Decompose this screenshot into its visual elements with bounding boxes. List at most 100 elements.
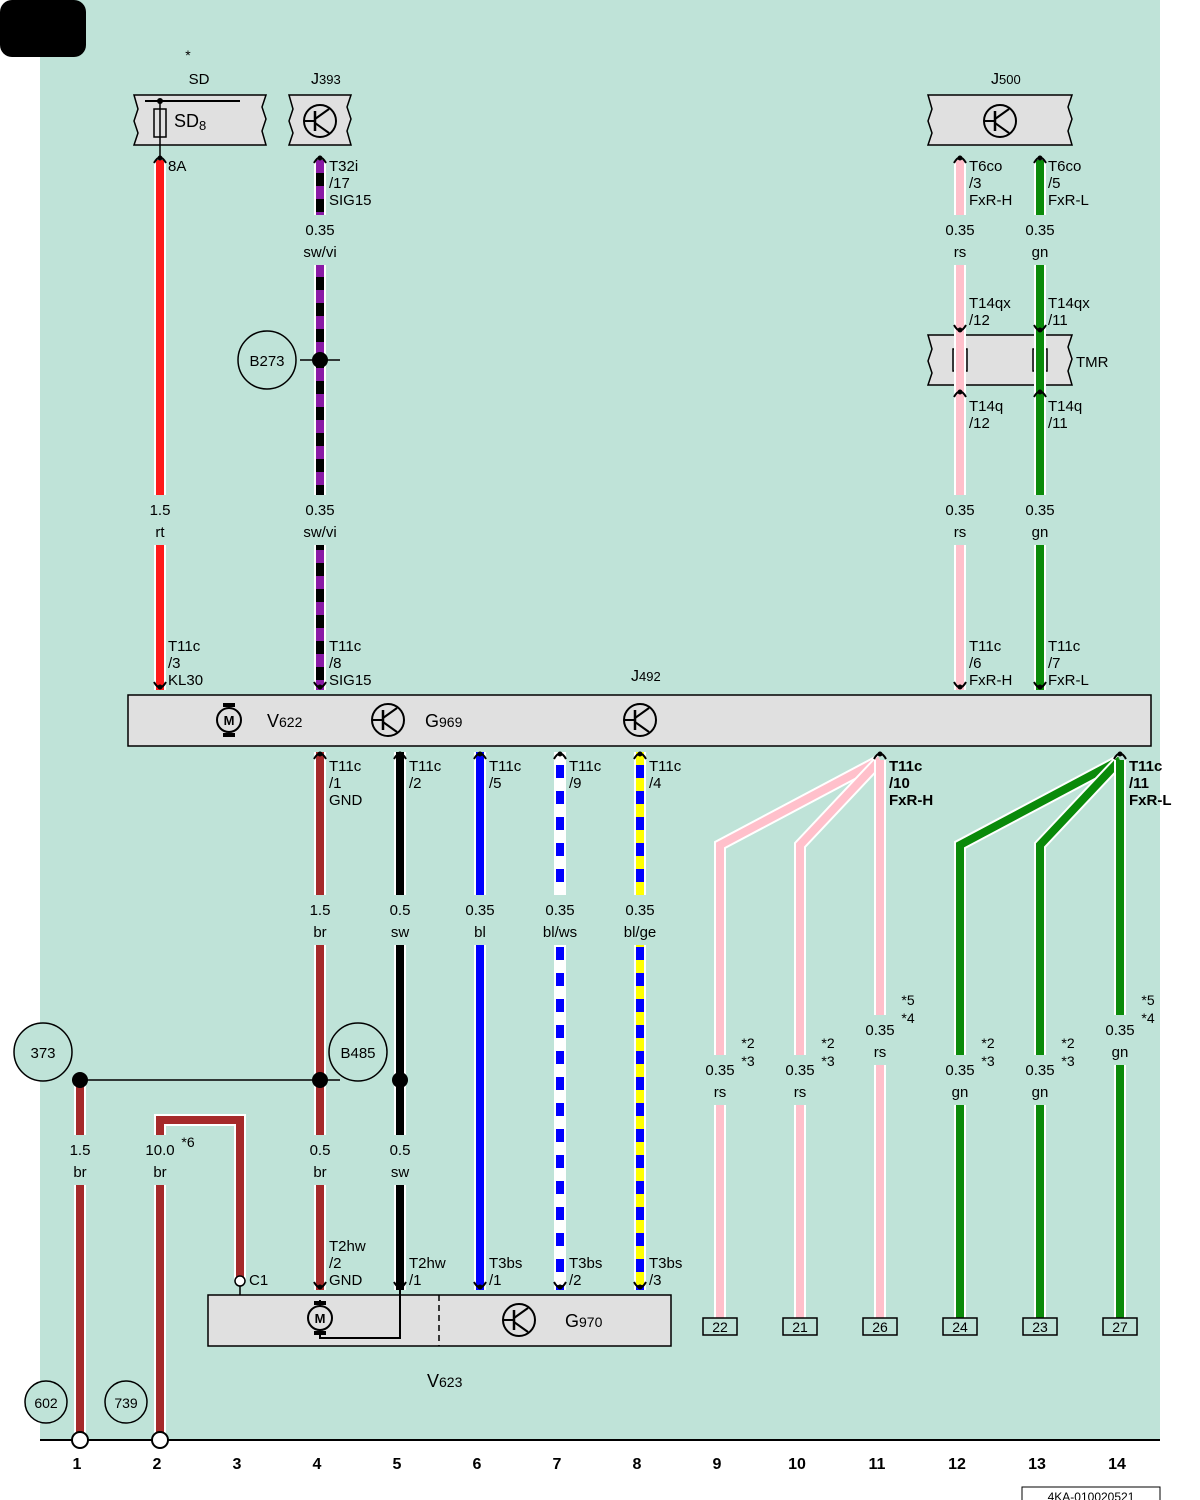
connector-j492-kl30: T11c — [168, 638, 201, 655]
wire-label-gap — [313, 215, 327, 265]
ground-point-602: 602 — [24, 1380, 68, 1424]
connector-pin-dot — [317, 1284, 323, 1290]
wire-label-c10: 0.35 — [785, 1062, 814, 1079]
connector-pin-dot — [1117, 751, 1123, 757]
splice-node-icon — [392, 1072, 408, 1088]
footnote-c10: *3 — [821, 1053, 834, 1069]
wire-label-swvi-upper: 0.35 — [305, 222, 334, 239]
v623-label: V623 — [427, 1371, 463, 1391]
footnote-c10: *2 — [821, 1035, 834, 1051]
wire-rs-c9 — [716, 756, 882, 1320]
footnote-c12: *3 — [981, 1053, 994, 1069]
connector-c11: FxR-H — [889, 792, 933, 809]
connector-j492-l: FxR-L — [1048, 672, 1089, 689]
connector-pin-dot — [157, 684, 163, 690]
connector-j492-h: T11c — [969, 638, 1002, 655]
footnote-c9: *2 — [741, 1035, 754, 1051]
connector-v623-c4: /2 — [329, 1255, 342, 1272]
splice-node-icon — [72, 1072, 88, 1088]
terminal-label-c10: 21 — [792, 1319, 808, 1335]
ground-point-b273: B273 — [237, 330, 297, 390]
wire-label-c11: rs — [874, 1044, 887, 1061]
j492-label: J492 — [631, 668, 661, 685]
connector-j492-h: /6 — [969, 655, 982, 672]
terminal-label-c14: 27 — [1112, 1319, 1128, 1335]
connector-j393: T32i — [329, 158, 358, 175]
connector-tmr-in-h: /12 — [969, 312, 990, 329]
connector-pin-dot — [317, 684, 323, 690]
connector-pin-dot — [1037, 684, 1043, 690]
terminal-label-c11: 26 — [872, 1319, 888, 1335]
b485-label: B485 — [340, 1045, 375, 1062]
wire-label-c12: 0.35 — [945, 1062, 974, 1079]
connector-tmr-out-l: T14q — [1048, 398, 1082, 415]
corner-tab — [0, 0, 86, 57]
b273-label: B273 — [249, 353, 284, 370]
wire-label-gap — [313, 1135, 327, 1185]
connector-j492-sig15: /8 — [329, 655, 342, 672]
p373-label: 373 — [30, 1045, 55, 1062]
connector-pin-dot — [477, 751, 483, 757]
connector-j500-l: T6co — [1048, 158, 1081, 175]
transistor-icon-emitter — [513, 1321, 529, 1333]
connector-c14: FxR-L — [1129, 792, 1172, 809]
connector-c8: /4 — [649, 775, 662, 792]
column-number: 4 — [313, 1456, 322, 1473]
wire-label-gap — [953, 495, 967, 545]
wire-label-gn-upper: gn — [1032, 244, 1049, 261]
transistor-icon-emitter — [314, 122, 330, 134]
connector-tmr-in-l: T14qx — [1048, 295, 1090, 312]
wire-label-c10: rs — [794, 1084, 807, 1101]
p739-label: 739 — [114, 1395, 138, 1411]
connector-c7: T11c — [569, 758, 602, 775]
connector-pin-dot — [397, 1284, 403, 1290]
tmr-label: TMR — [1076, 354, 1109, 371]
wire-label-gap — [873, 1015, 887, 1065]
connector-c4: /1 — [329, 775, 342, 792]
wire-label-c1: br — [73, 1164, 86, 1181]
wire-label-gap — [793, 1055, 807, 1105]
column-number: 3 — [233, 1456, 242, 1473]
column-number: 8 — [633, 1456, 642, 1473]
wire-label-gap — [1113, 1015, 1127, 1065]
wire-label-rt: 1.5 — [150, 502, 171, 519]
wire-label-gap — [313, 895, 327, 945]
motor-icon-top — [314, 1301, 326, 1305]
wire-br-c2 — [156, 1116, 244, 1440]
connector-c11: /10 — [889, 775, 910, 792]
wire-label-c2: 10.0 — [145, 1142, 174, 1159]
wire-label-gap — [953, 215, 967, 265]
column-number: 11 — [869, 1456, 886, 1473]
motor-icon-letter: M — [224, 713, 235, 728]
wire-label-gap — [1033, 215, 1047, 265]
motor-icon — [216, 707, 242, 733]
connector-j492-l: /7 — [1048, 655, 1061, 672]
wire-label-c6: 0.35 — [465, 902, 494, 919]
transistor-icon-collector — [513, 1307, 529, 1319]
connector-c14: T11c — [1129, 758, 1162, 775]
connector-v623-c4: T2hw — [329, 1238, 366, 1255]
wire-label-gap — [953, 1055, 967, 1105]
wire-label-c8: bl/ge — [624, 924, 657, 941]
connector-c7: /9 — [569, 775, 582, 792]
footnote-c11: *5 — [901, 992, 914, 1008]
connector-c4: GND — [329, 792, 363, 809]
ground-point-739: 739 — [104, 1380, 148, 1424]
footnote-c9: *3 — [741, 1053, 754, 1069]
wire-label-rt: rt — [155, 524, 165, 541]
g969-label: G969 — [425, 711, 463, 731]
wire-label-rs-mid: rs — [954, 524, 967, 541]
terminal-label-c9: 22 — [712, 1319, 728, 1335]
overlay: 1.5rt0.35sw/vi0.35sw/vi0.35rs0.35rs0.35g… — [70, 104, 1172, 1449]
connector-tmr-out-h: T14q — [969, 398, 1003, 415]
wire-label-gap — [313, 495, 327, 545]
connector-j492-sig15: T11c — [329, 638, 362, 655]
terminal-label-c13: 23 — [1032, 1319, 1048, 1335]
terminal-box-c11 — [862, 1317, 898, 1336]
column-number: 7 — [553, 1456, 562, 1473]
connector-tmr-out-l: /11 — [1048, 415, 1068, 432]
footnote-c13: *3 — [1061, 1053, 1074, 1069]
doc-id-box — [1021, 1486, 1161, 1500]
connector-c5: /2 — [409, 775, 422, 792]
